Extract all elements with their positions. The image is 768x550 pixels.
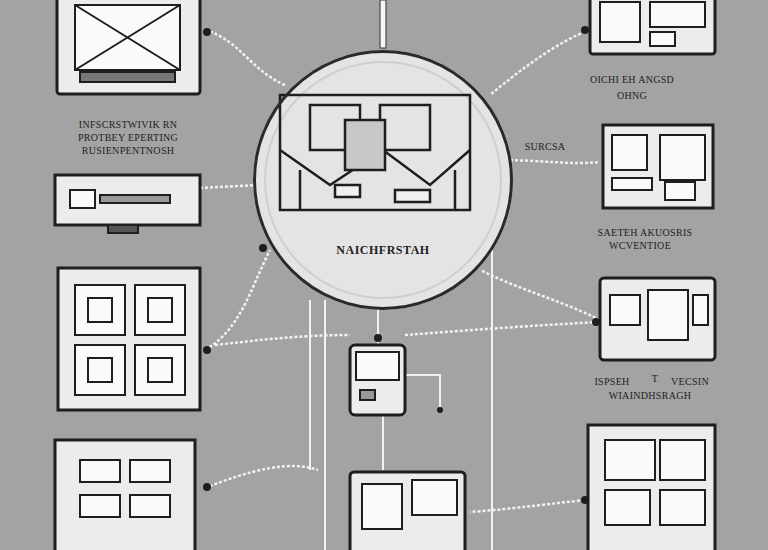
caption-label: OICHI EH ANGSD [590, 74, 674, 85]
wire-dots [203, 26, 600, 504]
caption-label: ISPSEH [594, 376, 629, 387]
hub-ring [265, 62, 501, 298]
caption-label: PROTBEY EPERTING [78, 132, 178, 143]
caption-label: INFSCRSTWIVIK RN [79, 119, 177, 130]
hub-title: NAICHFRSTAH [256, 243, 510, 258]
wires [200, 30, 600, 512]
hub-circle: NAICHFRSTAH [253, 50, 513, 310]
hub-house [280, 95, 470, 210]
caption-label: VECSIN [671, 376, 709, 387]
device-boxes [55, 0, 715, 550]
caption-label: SAETEH AKUOSRIS [598, 227, 693, 238]
caption-label: OHNG [617, 90, 647, 101]
device-details [70, 2, 708, 529]
caption-label: RUSIENPENTNOSH [82, 145, 175, 156]
caption-label: WIAINDHSRAGH [609, 390, 691, 401]
caption-label: WCVENTIOE [609, 240, 671, 251]
hub-ground [253, 50, 513, 310]
caption-label: T [652, 373, 658, 384]
hub-stem [380, 0, 386, 48]
caption-label: SURCSA [525, 141, 566, 152]
